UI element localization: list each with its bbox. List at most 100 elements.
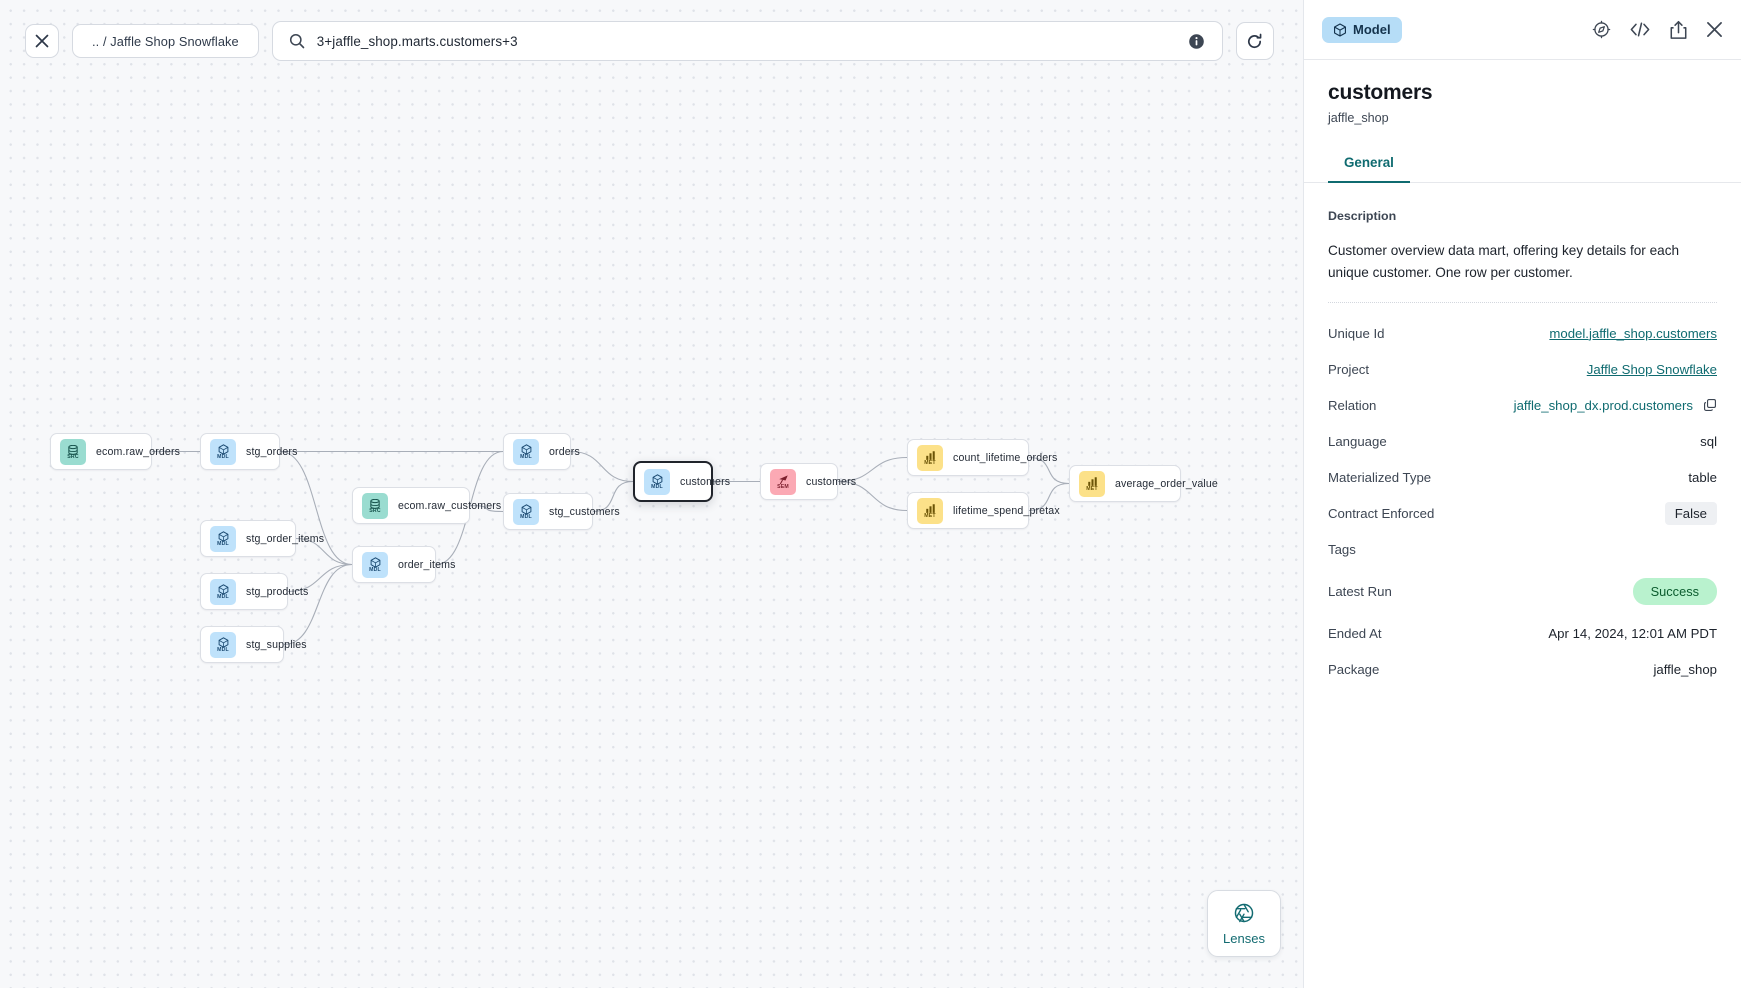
- lineage-node-stg_products[interactable]: MDL stg_products: [200, 573, 308, 610]
- field-label: Language: [1328, 433, 1387, 449]
- node-type-badge-sem: SEM: [770, 468, 796, 495]
- entity-type-chip[interactable]: Model: [1322, 16, 1402, 43]
- copy-icon[interactable]: [1703, 398, 1717, 412]
- close-icon[interactable]: [1706, 21, 1723, 38]
- node-label: ecom.raw_customers: [398, 499, 502, 512]
- node-label: ecom.raw_orders: [96, 445, 181, 458]
- field-ended-at: Ended At Apr 14, 2024, 12:01 AM PDT: [1328, 615, 1717, 651]
- field-label: Tags: [1328, 541, 1356, 557]
- node-type-badge-mdl: MDL: [644, 468, 670, 495]
- materialized-value: table: [1688, 469, 1717, 485]
- field-unique-id: Unique Id model.jaffle_shop.customers: [1328, 315, 1717, 351]
- field-label: Relation: [1328, 397, 1377, 413]
- panel-tabs: General: [1304, 151, 1741, 183]
- language-value: sql: [1700, 433, 1717, 449]
- node-type-badge-mdl: MDL: [362, 551, 388, 578]
- field-latest-run: Latest Run Success: [1328, 567, 1717, 615]
- field-tags: Tags: [1328, 531, 1717, 567]
- close-lineage-button[interactable]: [25, 24, 59, 58]
- lineage-node-ecom_raw_orders[interactable]: SRC ecom.raw_orders: [50, 433, 180, 470]
- search-icon: [289, 33, 305, 49]
- description-label: Description: [1328, 209, 1397, 223]
- share-icon[interactable]: [1669, 20, 1688, 40]
- contract-badge: False: [1664, 501, 1717, 525]
- node-type-badge-mdl: MDL: [513, 498, 539, 525]
- search-input[interactable]: 3+jaffle_shop.marts.customers+3: [271, 21, 1223, 61]
- cube-icon: [1334, 22, 1346, 37]
- node-label: order_items: [398, 558, 456, 571]
- field-project: Project Jaffle Shop Snowflake: [1328, 351, 1717, 387]
- lineage-node-order_items[interactable]: MDL order_items: [352, 546, 455, 583]
- relation-value-wrap[interactable]: jaffle_shop_dx.prod.customers: [1514, 398, 1717, 413]
- entity-type-label: Model: [1353, 22, 1391, 37]
- node-type-badge-met: MET: [917, 444, 943, 471]
- lineage-node-stg_order_items[interactable]: MDL stg_order_items: [200, 520, 324, 557]
- field-contract-enforced: Contract Enforced False: [1328, 495, 1717, 531]
- lineage-node-stg_orders[interactable]: MDL stg_orders: [200, 433, 297, 470]
- info-icon[interactable]: [1184, 28, 1210, 54]
- node-label: stg_order_items: [246, 532, 325, 545]
- tab-general[interactable]: General: [1328, 151, 1410, 183]
- field-label: Latest Run: [1328, 583, 1392, 599]
- panel-title-block: customers jaffle_shop: [1304, 60, 1741, 125]
- node-type-badge-met: MET: [917, 497, 943, 524]
- canvas-toolbar: .. / Jaffle Shop Snowflake 3+jaffle_shop…: [25, 21, 1274, 61]
- node-label: stg_products: [246, 585, 309, 598]
- relation-value: jaffle_shop_dx.prod.customers: [1513, 397, 1693, 413]
- node-label: customers: [806, 475, 857, 488]
- code-icon[interactable]: [1629, 20, 1651, 39]
- refresh-button[interactable]: [1235, 22, 1274, 60]
- node-label: stg_orders: [246, 445, 298, 458]
- description-text: Customer overview data mart, offering ke…: [1328, 243, 1680, 281]
- project-link[interactable]: Jaffle Shop Snowflake: [1586, 361, 1717, 377]
- explore-icon[interactable]: [1592, 20, 1611, 39]
- node-label: stg_customers: [549, 505, 620, 518]
- lineage-node-customers_sem[interactable]: SEM customers: [760, 463, 856, 500]
- field-materialized-type: Materialized Type table: [1328, 459, 1717, 495]
- node-type-badge-mdl: MDL: [210, 631, 236, 658]
- field-label: Project: [1328, 361, 1370, 377]
- panel-header: Model: [1304, 0, 1741, 59]
- node-label: stg_supplies: [246, 638, 307, 651]
- node-type-badge-src: SRC: [362, 492, 388, 519]
- breadcrumb[interactable]: .. / Jaffle Shop Snowflake: [72, 24, 259, 58]
- package-value: jaffle_shop: [1653, 661, 1717, 677]
- node-type-badge-src: SRC: [60, 438, 86, 465]
- lineage-node-customers_model[interactable]: MDL customers: [633, 461, 730, 502]
- divider: [1328, 302, 1717, 304]
- field-language: Language sql: [1328, 423, 1717, 459]
- field-label: Ended At: [1328, 625, 1382, 641]
- node-label: customers: [680, 475, 731, 488]
- lineage-node-stg_supplies[interactable]: MDL stg_supplies: [200, 626, 307, 663]
- field-label: Unique Id: [1328, 325, 1385, 341]
- field-label: Materialized Type: [1328, 469, 1432, 485]
- details-panel: Model: [1303, 0, 1741, 988]
- panel-actions: [1592, 20, 1723, 40]
- node-type-badge-mdl: MDL: [210, 578, 236, 605]
- panel-divider: [1304, 59, 1741, 60]
- lineage-node-count_lifetime_orders[interactable]: MET count_lifetime_orders: [907, 439, 1057, 476]
- aperture-icon: [1234, 903, 1254, 922]
- panel-body: Description Customer overview data mart,…: [1304, 183, 1741, 687]
- node-label: orders: [549, 445, 580, 458]
- node-type-badge-mdl: MDL: [210, 438, 236, 465]
- close-icon: [35, 34, 49, 48]
- node-type-badge-mdl: MDL: [210, 525, 236, 552]
- lenses-label: Lenses: [1223, 930, 1265, 946]
- field-package: Package jaffle_shop: [1328, 651, 1717, 687]
- lenses-button[interactable]: Lenses: [1207, 890, 1281, 957]
- page-subtitle: jaffle_shop: [1328, 111, 1389, 125]
- lineage-node-ecom_raw_customers[interactable]: SRC ecom.raw_customers: [352, 487, 501, 524]
- status-badge: Success: [1632, 577, 1717, 605]
- node-label: count_lifetime_orders: [953, 451, 1058, 464]
- field-label: Package: [1328, 661, 1380, 677]
- node-type-badge-met: MET: [1079, 470, 1105, 497]
- lineage-node-stg_customers[interactable]: MDL stg_customers: [503, 493, 620, 530]
- unique-id-link[interactable]: model.jaffle_shop.customers: [1549, 325, 1717, 341]
- ended-at-value: Apr 14, 2024, 12:01 AM PDT: [1548, 625, 1717, 641]
